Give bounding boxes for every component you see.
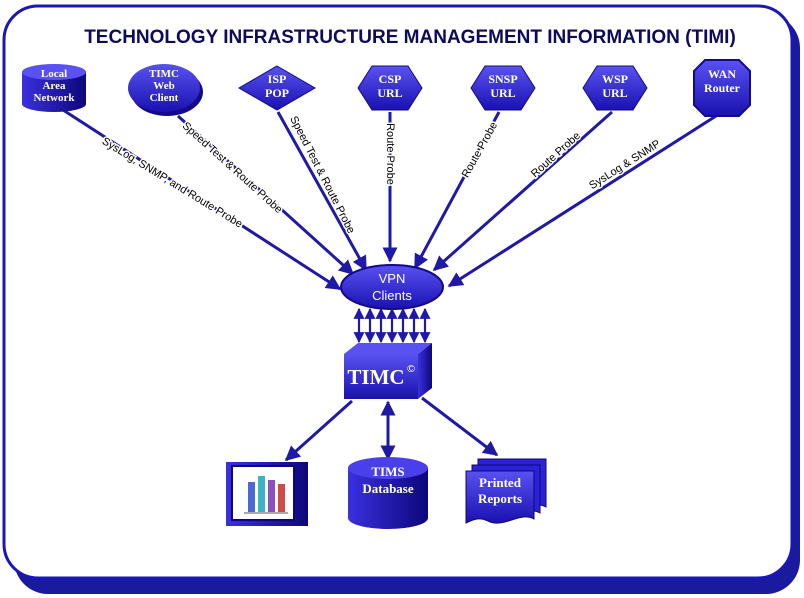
source-node-3-label-line-2: POP [265,86,289,100]
source-node-1-label-line-1: Local [41,68,67,80]
timc-label: TIMC [347,365,404,389]
source-node-1-label-line-3: Network [34,92,76,104]
chart-thumbnail-bar [278,484,285,512]
source-node-6-label-line-1: WSP [602,72,628,86]
chart-thumbnail-bar [258,476,265,512]
arrow-timc-to-reports [421,396,499,457]
source-node-4-label-line-1: CSP [379,72,402,86]
source-node-1-label-line-2: Area [42,80,66,92]
vpn-clients-node: VPN Clients [340,264,444,310]
edge-arrow-5 [413,111,501,270]
edge-arrow-1 [59,106,342,291]
source-node-5-label-line-1: SNSP [488,72,517,86]
timc-server-node: TIMC © [344,343,432,399]
reports-label-line-1: Printed [479,475,522,490]
chart-thumbnail-bar [268,480,275,512]
source-node-2-label-line-2: Web [153,80,174,92]
edge-arrow-3 [276,111,368,272]
vpn-label-line-1: VPN [379,271,406,286]
source-node-7-label-line-2: Router [704,81,741,95]
tims-database-node: TIMS Database [348,457,428,529]
vpn-timc-connectors [353,307,431,344]
database-label-line-2: Database [362,481,414,496]
source-node-4-label-line-2: URL [377,86,402,100]
source-node-2-label-line-1: TIMC [149,68,179,80]
page-title: TECHNOLOGY INFRASTRUCTURE MANAGEMENT INF… [84,27,736,48]
edge-label-4: Route Probe [384,123,396,185]
source-node-2-label-line-3: Client [150,92,179,104]
vpn-label-line-2: Clients [372,288,412,303]
chart-thumbnail-bar [248,482,255,512]
edge-arrow-2 [176,114,355,276]
source-node-3-label-line-1: ISP [268,72,287,86]
database-label-line-1: TIMS [371,464,404,479]
printed-reports-node: Printed Reports [465,458,547,524]
edge-arrow-7 [447,114,717,288]
timc-copyright-mark: © [407,363,415,375]
source-node-7-label-line-1: WAN [708,67,736,81]
nodes-layer: LocalAreaNetworkTIMCWebClientISPPOPCSPUR… [22,59,751,117]
reports-label-line-2: Reports [478,491,522,506]
chart-report-thumbnail [226,462,308,526]
source-node-6-label-line-2: URL [602,86,627,100]
edge-arrow-6 [432,110,613,272]
arrow-timc-to-chart [284,399,353,462]
source-node-5-label-line-2: URL [490,86,515,100]
